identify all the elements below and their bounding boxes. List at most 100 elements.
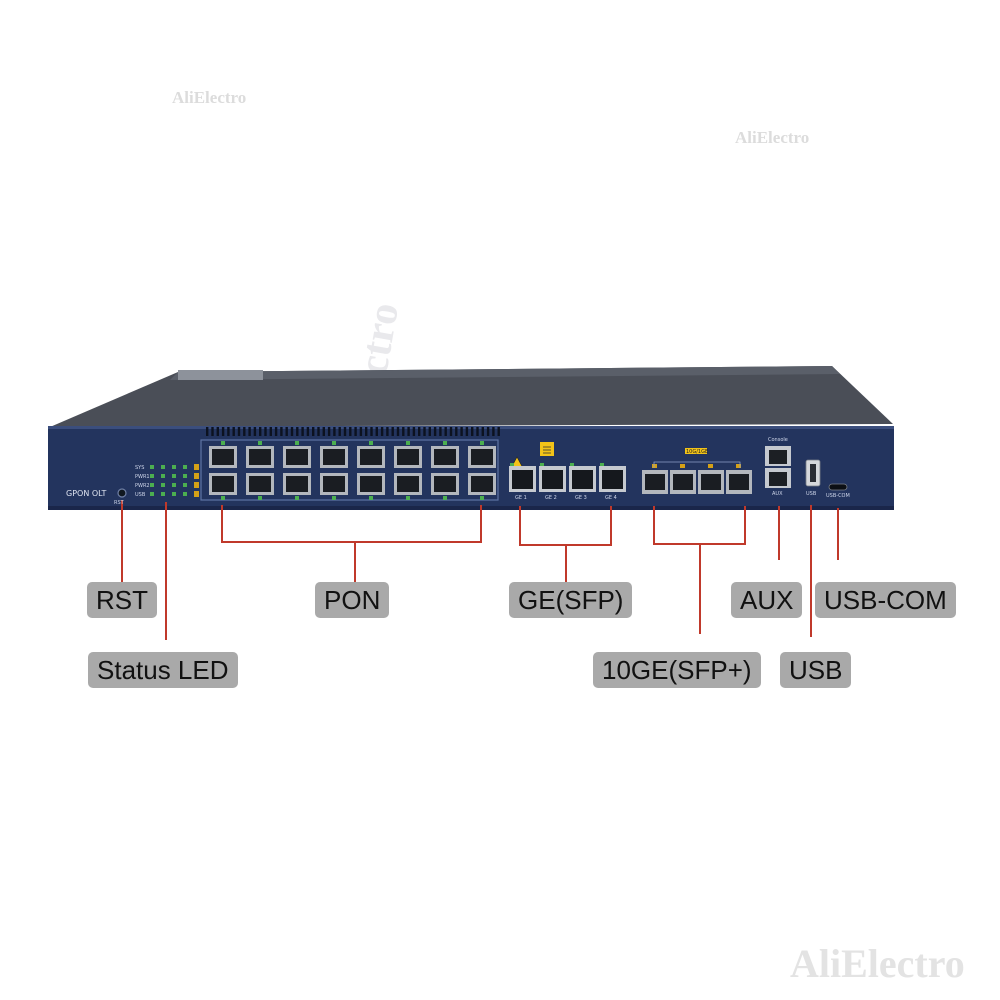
pon-port-opening bbox=[249, 449, 271, 465]
pon-port-opening bbox=[434, 476, 456, 492]
pon-led bbox=[369, 496, 373, 500]
status-led bbox=[150, 465, 154, 469]
vent-slot bbox=[492, 427, 495, 436]
ge-port-led bbox=[570, 463, 574, 466]
pon-led bbox=[332, 441, 336, 445]
xge-port-opening bbox=[673, 474, 693, 490]
ge-port-opening bbox=[572, 470, 593, 489]
vent-slot bbox=[481, 427, 484, 436]
panel-ge-label-1: GE 1 bbox=[515, 495, 527, 501]
chassis-top bbox=[50, 366, 893, 427]
vent-slot bbox=[465, 427, 469, 436]
vent-slot bbox=[370, 427, 373, 436]
vent-slot bbox=[439, 427, 442, 436]
status-led-amber bbox=[194, 473, 199, 479]
pon-port-opening bbox=[323, 449, 345, 465]
panel-usbcom-label: USB-COM bbox=[826, 493, 850, 499]
status-led bbox=[183, 483, 187, 487]
panel-xge-group-label: 10G/1GE bbox=[686, 449, 709, 455]
callout-status-led: Status LED bbox=[88, 652, 238, 688]
pon-port-opening bbox=[471, 449, 493, 465]
vent-slot bbox=[327, 427, 331, 436]
status-led bbox=[161, 492, 165, 496]
vent-slot bbox=[227, 427, 230, 436]
vent-slot bbox=[412, 427, 416, 436]
vent-slot bbox=[486, 427, 490, 436]
vent-slot bbox=[380, 427, 384, 436]
vent-slot bbox=[259, 427, 262, 436]
ge-port-opening bbox=[542, 470, 563, 489]
pon-port-opening bbox=[286, 476, 308, 492]
xge-port-opening bbox=[701, 474, 721, 490]
vent-slot bbox=[423, 427, 426, 436]
laser-label-icon bbox=[540, 442, 554, 456]
vent-slot bbox=[296, 427, 299, 436]
status-led bbox=[183, 465, 187, 469]
vent-slot bbox=[418, 427, 421, 436]
watermark-top-right: AliElectro bbox=[735, 128, 810, 147]
vent-slot bbox=[343, 427, 347, 436]
xge-ports bbox=[642, 464, 752, 494]
vent-slot bbox=[338, 427, 341, 436]
callout-aux: AUX bbox=[731, 582, 803, 618]
vent-slot bbox=[248, 427, 251, 436]
pon-led bbox=[258, 441, 262, 445]
panel-console-label: Console bbox=[768, 437, 788, 443]
panel-rst-label: RST bbox=[114, 500, 124, 506]
watermark-top-left: AliElectro bbox=[172, 88, 247, 107]
vent-slot bbox=[449, 427, 453, 436]
panel-ge-label-2: GE 2 bbox=[545, 495, 557, 501]
pon-port-opening bbox=[249, 476, 271, 492]
ge-port-led bbox=[510, 463, 514, 466]
vent-slot bbox=[216, 427, 219, 436]
vent-slot bbox=[269, 427, 272, 436]
vent-slot bbox=[243, 427, 246, 436]
callout-xge-sfp: 10GE(SFP+) bbox=[593, 652, 761, 688]
vent-slot bbox=[333, 427, 336, 436]
status-led bbox=[150, 474, 154, 478]
vent-slot bbox=[306, 427, 310, 436]
panel-ge-label-4: GE 4 bbox=[605, 495, 617, 501]
vent-slot bbox=[285, 427, 288, 436]
ge-port-opening bbox=[512, 470, 533, 489]
vent-slot bbox=[312, 427, 315, 436]
status-led bbox=[161, 483, 165, 487]
vent-slot bbox=[433, 427, 437, 436]
xge-port-led bbox=[736, 464, 741, 468]
panel-usb-label: USB bbox=[806, 491, 817, 497]
vent-slot bbox=[444, 427, 447, 436]
ge-port-opening bbox=[602, 470, 623, 489]
pon-led bbox=[295, 441, 299, 445]
pon-port-opening bbox=[397, 476, 419, 492]
pon-port-opening bbox=[471, 476, 493, 492]
status-led bbox=[172, 465, 176, 469]
callout-usb: USB bbox=[780, 652, 852, 688]
vent-slot bbox=[455, 427, 458, 436]
pon-port-opening bbox=[212, 449, 234, 465]
callout-usb-com: USB-COM bbox=[815, 582, 956, 618]
status-led bbox=[150, 483, 154, 487]
vent-slot bbox=[476, 427, 479, 436]
panel-model-label: GPON OLT bbox=[66, 489, 107, 498]
pon-led bbox=[295, 496, 299, 500]
vent-slot bbox=[322, 427, 325, 436]
ge-port-led bbox=[540, 463, 544, 466]
vent-slot bbox=[301, 427, 304, 436]
pon-led bbox=[443, 496, 447, 500]
vent-slot bbox=[274, 427, 278, 436]
vent-slot bbox=[396, 427, 400, 436]
pon-port-opening bbox=[360, 476, 382, 492]
panel-ge-label-3: GE 3 bbox=[575, 495, 587, 501]
usb-com-port bbox=[828, 483, 848, 491]
status-led bbox=[183, 474, 187, 478]
status-led bbox=[172, 492, 176, 496]
pon-port-opening bbox=[397, 449, 419, 465]
status-led-amber bbox=[194, 491, 199, 497]
panel-led-label-usb: USB bbox=[135, 492, 146, 498]
pon-port-opening bbox=[286, 449, 308, 465]
pon-port-opening bbox=[212, 476, 234, 492]
callout-line-pon bbox=[221, 505, 482, 543]
vent-slot bbox=[391, 427, 394, 436]
panel-led-label-pwr1: PWR1 bbox=[135, 474, 150, 480]
ge-ports bbox=[509, 463, 626, 492]
